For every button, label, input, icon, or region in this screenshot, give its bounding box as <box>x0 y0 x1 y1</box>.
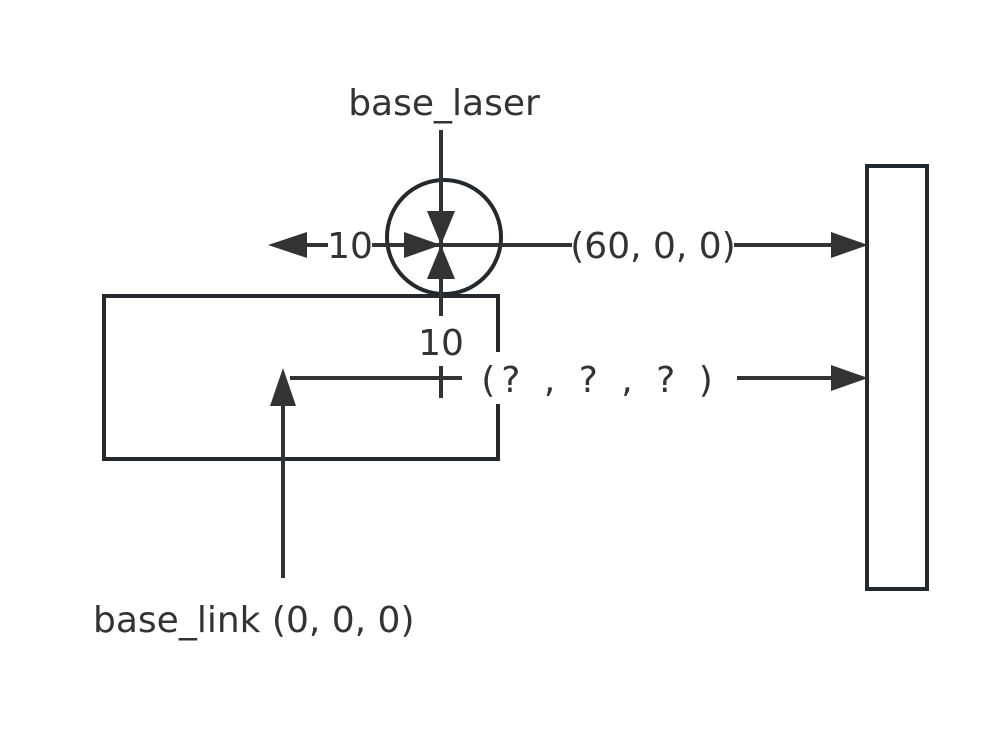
obstacle-wall <box>865 164 929 591</box>
laser-measurement-label: (60, 0, 0) <box>570 226 735 267</box>
arrowhead-down <box>427 211 455 245</box>
arrowhead-right-center <box>404 232 441 258</box>
laser-circle <box>385 178 503 296</box>
arrowhead-up <box>427 245 455 279</box>
laser-offset-x-label: 10 <box>327 226 373 267</box>
arrowhead-wall-upper <box>831 232 868 258</box>
arrowhead-base-link <box>270 368 296 406</box>
arrowhead-left <box>268 232 307 258</box>
label-gap-mask <box>492 352 506 404</box>
base-link-label: base_link (0, 0, 0) <box>93 600 415 641</box>
base-measurement-label: (? , ? , ? ) <box>481 360 719 401</box>
laser-offset-z-label: 10 <box>418 323 464 364</box>
arrowhead-wall-lower <box>831 365 868 391</box>
base-laser-label: base_laser <box>348 83 540 124</box>
